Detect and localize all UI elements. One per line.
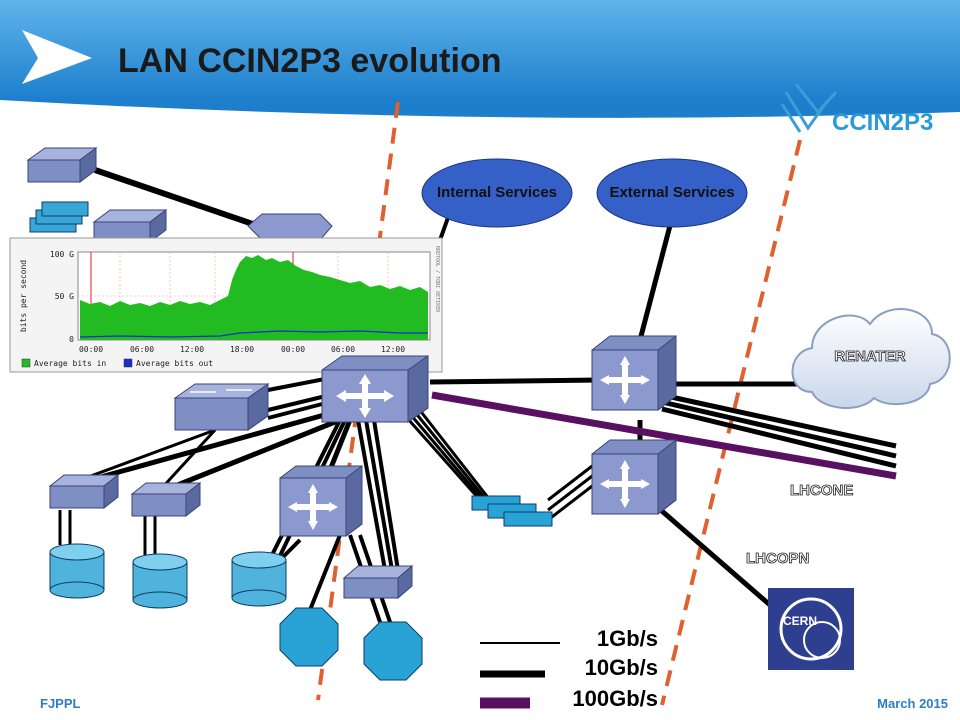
router-arrows-icon xyxy=(336,374,394,418)
core-router-main[interactable] xyxy=(321,355,429,423)
switch-access-2[interactable] xyxy=(130,481,202,518)
graph-xticks: 00:00 06:00 12:00 18:00 00:00 06:00 12:0… xyxy=(79,345,405,354)
graph-line-out xyxy=(79,330,428,338)
title-banner: LAN CCIN2P3 evolution xyxy=(0,0,960,118)
speed-legend: 1Gb/s 10Gb/s 100Gb/s xyxy=(480,626,658,711)
switch-distribution-left[interactable] xyxy=(173,383,270,431)
cern-ring-icon xyxy=(779,597,843,661)
storage-disk-3[interactable] xyxy=(231,551,287,607)
switch-arrows-icon xyxy=(190,389,252,393)
router-arrows-icon xyxy=(288,484,338,530)
graph-xtick: 00:00 xyxy=(79,345,103,354)
internal-services-label: Internal Services xyxy=(437,184,557,201)
graph-area-in xyxy=(80,255,428,340)
top-left-server-stack[interactable] xyxy=(29,201,89,233)
footer-left: FJPPL xyxy=(40,696,81,711)
external-services-node[interactable]: External Services xyxy=(596,158,748,228)
link-100g xyxy=(431,391,897,480)
switch-top-mid[interactable] xyxy=(92,209,168,243)
graph-legend-out-swatch xyxy=(123,358,133,368)
renater-label: RENATER xyxy=(834,348,906,365)
storage-disk-2[interactable] xyxy=(132,553,188,609)
graph-ytick-100: 100 G xyxy=(50,250,74,259)
graph-xtick: 06:00 xyxy=(130,345,154,354)
switch-access-3[interactable] xyxy=(342,564,414,600)
traffic-graph-panel: bits per second 100 G 50 G 0 00:00 06:00… xyxy=(9,237,443,373)
cern-logo[interactable]: CERN xyxy=(768,588,854,670)
graph-legend-in-swatch xyxy=(21,358,31,368)
internal-services-node[interactable]: Internal Services xyxy=(421,158,573,228)
lhcone-label: LHCONE xyxy=(790,482,853,499)
graph-xtick: 00:00 xyxy=(281,345,305,354)
footer-right: March 2015 xyxy=(877,696,948,711)
legend-label-1g: 1Gb/s xyxy=(597,626,658,651)
graph-legend-in: Average bits in xyxy=(34,359,106,368)
graph-ytick-50: 50 G xyxy=(55,292,74,301)
border-router-upper[interactable] xyxy=(591,334,677,412)
switch-access-1[interactable] xyxy=(48,473,120,510)
router-arrows-icon xyxy=(600,460,650,508)
legend-label-10g: 10Gb/s xyxy=(585,655,658,680)
boundary-dashed-line-right xyxy=(660,139,802,706)
graph-xtick: 18:00 xyxy=(230,345,254,354)
server-stack-center[interactable] xyxy=(471,495,553,527)
graph-xtick: 06:00 xyxy=(331,345,355,354)
graph-legend-out: Average bits out xyxy=(136,359,213,368)
router-top[interactable] xyxy=(247,213,333,241)
lhcopn-label: LHCOPN xyxy=(746,550,809,567)
border-router-lower[interactable] xyxy=(591,438,677,516)
play-arrow-icon xyxy=(22,30,92,84)
storage-disk-1[interactable] xyxy=(49,543,105,599)
graph-xtick: 12:00 xyxy=(180,345,204,354)
compute-node-octagon-2[interactable] xyxy=(363,621,423,681)
logo-text: CCIN2P3 xyxy=(832,109,933,136)
external-services-label: External Services xyxy=(609,184,734,201)
switch-top-left[interactable] xyxy=(26,147,98,183)
compute-node-octagon-1[interactable] xyxy=(279,607,339,667)
slide-title: LAN CCIN2P3 evolution xyxy=(118,42,501,80)
ccin2p3-logo: CCIN2P3 xyxy=(780,83,933,136)
graph-ytick-0: 0 xyxy=(69,335,74,344)
graph-side-text: RRDTOOL / TOBI OETIKER xyxy=(434,246,440,313)
logo-swirl-icon xyxy=(780,83,838,133)
renater-cloud[interactable]: RENATER xyxy=(791,308,951,409)
cern-label: CERN xyxy=(783,614,817,628)
graph-xtick: 12:00 xyxy=(381,345,405,354)
cern-inner-ring-icon xyxy=(803,621,841,659)
router-bottom-left[interactable] xyxy=(279,465,363,537)
router-arrows-icon xyxy=(600,356,650,404)
legend-label-100g: 100Gb/s xyxy=(572,686,658,711)
graph-ylabel: bits per second xyxy=(19,260,28,332)
